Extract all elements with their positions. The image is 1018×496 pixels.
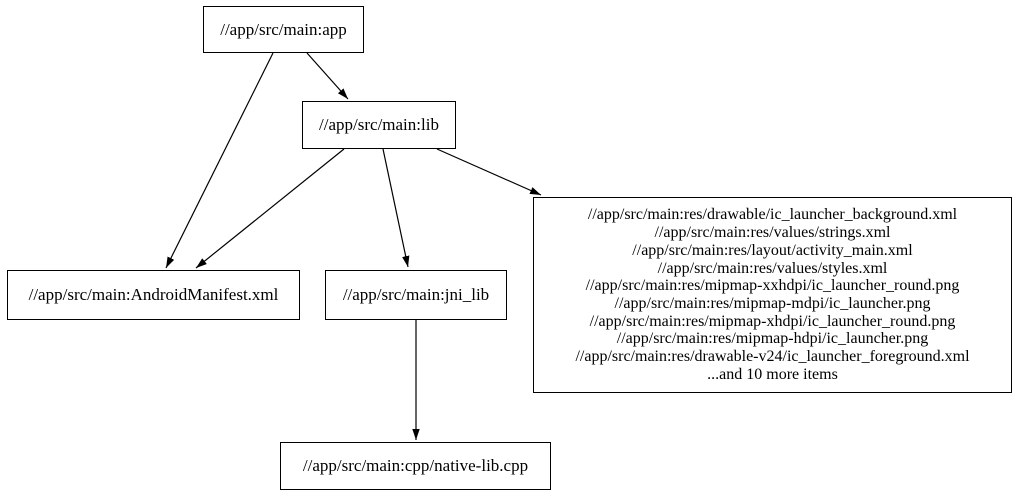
node-android-manifest-label: //app/src/main:AndroidManifest.xml	[28, 285, 279, 304]
resource-item: //app/src/main:res/mipmap-xxhdpi/ic_laun…	[585, 277, 960, 295]
node-native-lib-cpp-label: //app/src/main:cpp/native-lib.cpp	[302, 456, 529, 475]
resource-item: //app/src/main:res/mipmap-xhdpi/ic_launc…	[589, 312, 956, 330]
node-lib-label: //app/src/main:lib	[319, 115, 439, 134]
edge-lib-to-resources	[436, 148, 542, 196]
edge-app-to-lib	[306, 52, 349, 100]
node-native-lib-cpp: //app/src/main:cpp/native-lib.cpp	[280, 442, 551, 490]
resource-item: //app/src/main:res/mipmap-mdpi/ic_launch…	[614, 295, 931, 312]
edge-lib-to-jni-lib	[382, 148, 410, 268]
node-app: //app/src/main:app	[203, 6, 364, 53]
resource-item: //app/src/main:res/drawable/ic_launcher_…	[587, 206, 958, 224]
resource-item: //app/src/main:res/mipmap-hdpi/ic_launch…	[616, 330, 929, 348]
node-resources-group: //app/src/main:res/drawable/ic_launcher_…	[533, 197, 1012, 393]
node-jni-lib-label: //app/src/main:jni_lib	[342, 285, 490, 304]
resource-item: //app/src/main:res/values/strings.xml	[654, 224, 891, 242]
edge-lib-to-android-manifest	[195, 148, 345, 269]
node-app-label: //app/src/main:app	[220, 19, 347, 39]
resource-more-items: ...and 10 more items	[707, 365, 838, 383]
node-android-manifest: //app/src/main:AndroidManifest.xml	[7, 270, 300, 320]
resource-item: //app/src/main:res/values/styles.xml	[657, 259, 888, 277]
edge-app-to-android-manifest	[165, 52, 274, 269]
resource-item: //app/src/main:res/drawable-v24/ic_launc…	[575, 348, 970, 366]
node-jni-lib: //app/src/main:jni_lib	[325, 270, 507, 320]
node-lib: //app/src/main:lib	[302, 101, 456, 149]
resource-item: //app/src/main:res/layout/activity_main.…	[632, 241, 913, 259]
